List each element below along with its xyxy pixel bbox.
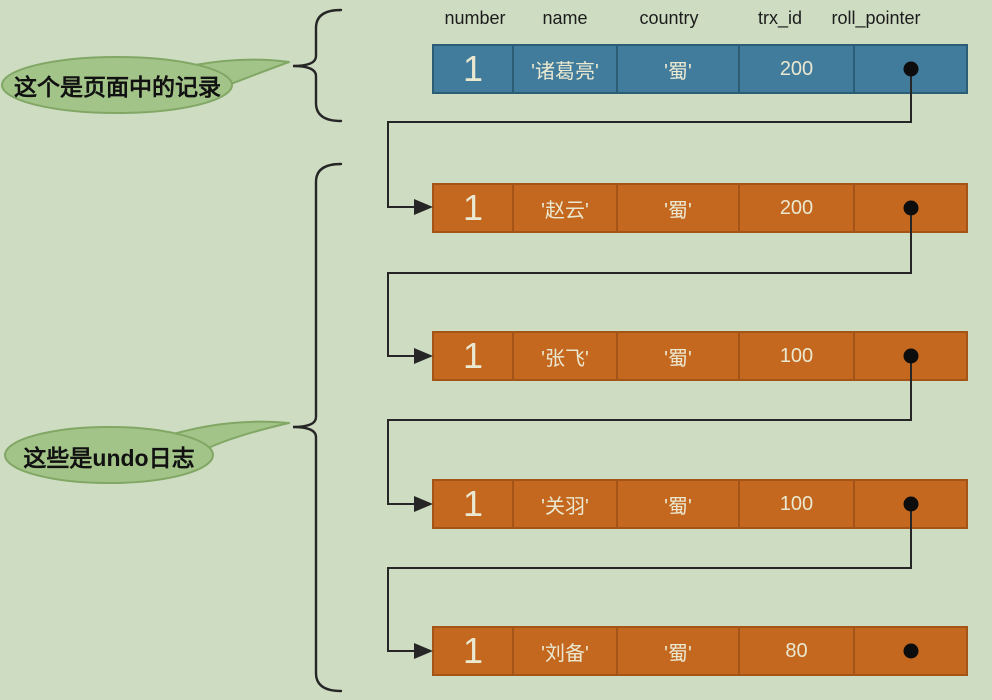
column-header-name: name [542, 8, 588, 28]
cell-name: '刘备' [514, 628, 618, 674]
cell-roll-pointer [855, 185, 966, 231]
cell-roll-pointer [855, 46, 966, 92]
callout-undo-logs-label: 这些是undo日志 [23, 444, 195, 471]
column-header-country: country [639, 8, 699, 28]
cell-number: 1 [434, 481, 514, 527]
cell-country: '蜀' [618, 185, 740, 231]
cell-country: '蜀' [618, 628, 740, 674]
arrowhead-2 [414, 348, 433, 364]
cell-number: 1 [434, 333, 514, 379]
cell-roll-pointer [855, 481, 966, 527]
page-record-row: 1 '诸葛亮' '蜀' 200 [432, 44, 968, 94]
cell-number: 1 [434, 628, 514, 674]
cell-roll-pointer [855, 333, 966, 379]
column-header-number: number [444, 8, 506, 28]
brace-page-record [292, 8, 343, 123]
cell-country: '蜀' [618, 481, 740, 527]
cell-roll-pointer [855, 628, 966, 674]
column-header-trx-id: trx_id [757, 8, 803, 28]
cell-number: 1 [434, 185, 514, 231]
brace-undo-logs [292, 162, 343, 693]
cell-country: '蜀' [618, 333, 740, 379]
cell-trx-id: 100 [740, 481, 855, 527]
undo-log-row-3: 1 '关羽' '蜀' 100 [432, 479, 968, 529]
callout-page-record-label: 这个是页面中的记录 [14, 74, 221, 100]
cell-trx-id: 200 [740, 46, 855, 92]
cell-trx-id: 100 [740, 333, 855, 379]
cell-number: 1 [434, 46, 514, 92]
column-header-roll-pointer: roll_pointer [831, 8, 921, 28]
undo-log-row-2: 1 '张飞' '蜀' 100 [432, 331, 968, 381]
cell-name: '张飞' [514, 333, 618, 379]
undo-log-row-1: 1 '赵云' '蜀' 200 [432, 183, 968, 233]
cell-trx-id: 80 [740, 628, 855, 674]
arrowhead-1 [414, 199, 433, 215]
cell-name: '关羽' [514, 481, 618, 527]
arrowhead-3 [414, 496, 433, 512]
arrowhead-4 [414, 643, 433, 659]
undo-log-row-4: 1 '刘备' '蜀' 80 [432, 626, 968, 676]
cell-trx-id: 200 [740, 185, 855, 231]
cell-name: '赵云' [514, 185, 618, 231]
cell-country: '蜀' [618, 46, 740, 92]
cell-name: '诸葛亮' [514, 46, 618, 92]
